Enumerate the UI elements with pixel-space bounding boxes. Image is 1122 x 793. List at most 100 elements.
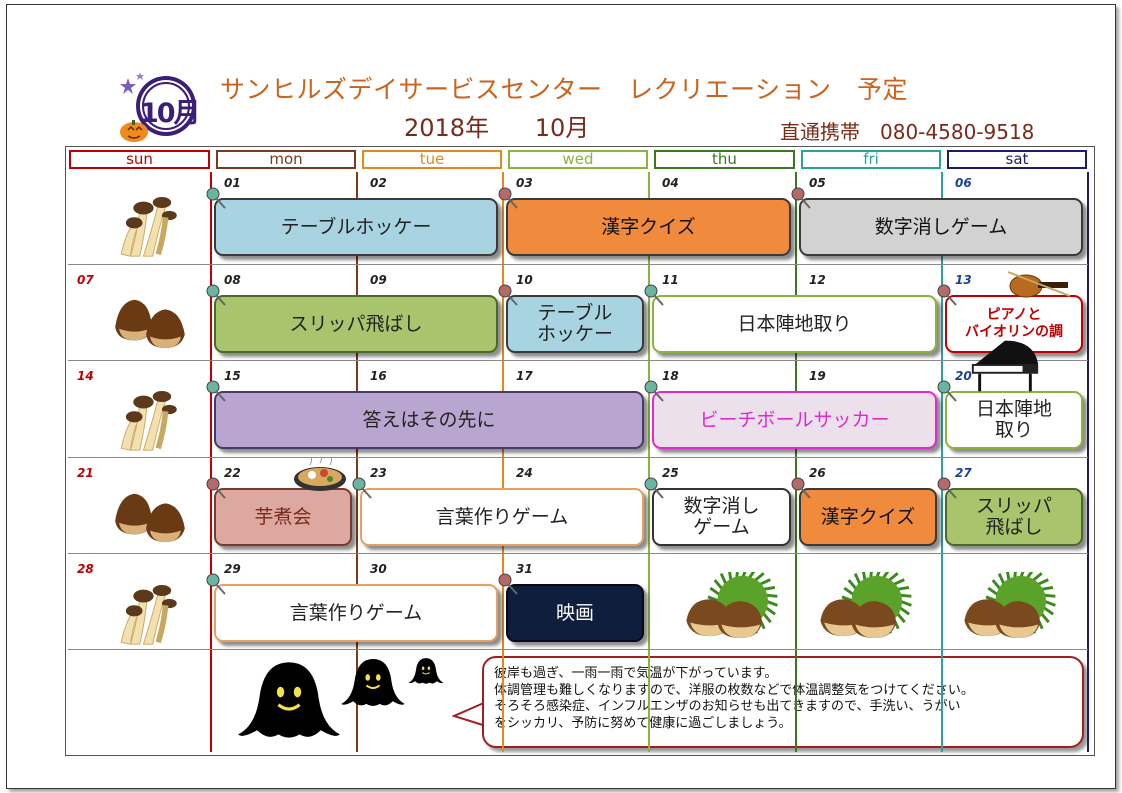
mushroom-icon xyxy=(120,196,177,257)
page-title: サンヒルズデイサービスセンター レクリエーション 予定 xyxy=(220,75,909,104)
day-number: 28 xyxy=(77,562,94,576)
pushpin-icon xyxy=(791,187,811,209)
chestnut-icon xyxy=(115,299,185,349)
violin-icon xyxy=(1007,271,1071,298)
event-japan-territory[interactable]: 日本陣地取り xyxy=(652,295,937,353)
event-word-making-game[interactable]: 言葉作りゲーム xyxy=(360,488,644,546)
day-number: 12 xyxy=(809,273,826,287)
column-divider xyxy=(1087,172,1089,752)
day-number: 07 xyxy=(77,273,94,287)
event-movie[interactable]: 映画 xyxy=(506,584,644,642)
column-divider xyxy=(795,172,797,752)
row-divider xyxy=(68,649,1088,650)
message-line: をシッカリ、予防に努めて健康に過ごしましょう。 xyxy=(494,715,792,731)
pushpin-icon xyxy=(791,477,811,499)
day-number: 21 xyxy=(77,466,94,480)
bubble-tail xyxy=(452,701,487,727)
month-badge-text: 10月 xyxy=(140,98,201,129)
phone-number: 直通携帯 080-4580-9518 xyxy=(780,120,1035,144)
row-divider xyxy=(68,457,1088,458)
event-beach-ball-soccer[interactable]: ビーチボールサッカー xyxy=(652,391,937,449)
weekday-header-sat: sat xyxy=(947,150,1087,169)
day-number: 06 xyxy=(955,176,972,190)
mushroom-icon xyxy=(120,390,177,451)
day-number: 10 xyxy=(516,273,533,287)
day-number: 29 xyxy=(224,562,241,576)
weekday-header-wed: wed xyxy=(508,150,648,169)
day-number: 27 xyxy=(955,466,972,480)
month-badge-icon xyxy=(120,72,196,142)
pushpin-icon xyxy=(937,284,957,306)
pushpin-icon xyxy=(644,284,664,306)
message-bubble: 彼岸も過ぎ、一雨一雨で気温が下がっています。 体調管理も難しくなりますので、洋服… xyxy=(482,656,1084,748)
column-divider xyxy=(941,172,943,752)
row-divider xyxy=(68,553,1088,554)
year-label: 2018年 xyxy=(404,114,490,142)
weekday-header-sun: sun xyxy=(69,150,210,169)
event-kanji-quiz[interactable]: 漢字クイズ xyxy=(799,488,937,546)
pushpin-icon xyxy=(937,477,957,499)
column-divider xyxy=(648,172,650,752)
event-number-erase-game[interactable]: 数字消しゲーム xyxy=(799,198,1083,256)
event-table-hockey[interactable]: テーブルホッケー xyxy=(214,198,498,256)
event-word-making-game[interactable]: 言葉作りゲーム xyxy=(214,584,498,642)
event-slipper-toss[interactable]: スリッパ飛ばし xyxy=(214,295,498,353)
day-number: 23 xyxy=(370,466,387,480)
mushroom-icon xyxy=(120,584,177,645)
day-number: 02 xyxy=(370,176,387,190)
event-kanji-quiz[interactable]: 漢字クイズ xyxy=(506,198,791,256)
event-slipper-toss[interactable]: スリッパ飛ばし xyxy=(945,488,1083,546)
pushpin-icon xyxy=(206,284,226,306)
event-imoni-party[interactable]: 芋煮会 xyxy=(214,488,352,546)
weekday-header-thu: thu xyxy=(654,150,795,169)
pushpin-icon xyxy=(352,477,372,499)
month-label: 10月 xyxy=(534,114,590,142)
day-number: 22 xyxy=(224,466,241,480)
calendar-grid xyxy=(65,146,1095,756)
day-number: 01 xyxy=(224,176,241,190)
event-number-erase-game[interactable]: 数字消しゲーム xyxy=(652,488,791,546)
pushpin-icon xyxy=(644,477,664,499)
pushpin-icon xyxy=(206,187,226,209)
pot-icon xyxy=(294,457,346,491)
chestnut-burr-icon xyxy=(686,572,778,639)
column-divider xyxy=(502,172,504,752)
day-number: 13 xyxy=(955,273,972,287)
day-number: 09 xyxy=(370,273,387,287)
column-divider xyxy=(210,172,212,752)
day-number: 17 xyxy=(516,369,533,383)
event-japan-territory[interactable]: 日本陣地取り xyxy=(945,391,1083,449)
day-number: 19 xyxy=(809,369,826,383)
day-number: 08 xyxy=(224,273,241,287)
piano-icon xyxy=(971,340,1039,392)
message-line: 彼岸も過ぎ、一雨一雨で気温が下がっています。 xyxy=(494,666,778,681)
day-number: 11 xyxy=(662,273,679,287)
pushpin-icon xyxy=(498,187,518,209)
message-line: そろそろ感染症、インフルエンザのお知らせも出てきますので、手洗い、うがい xyxy=(494,699,961,714)
ghost-icon xyxy=(408,658,444,684)
weekday-header-mon: mon xyxy=(216,150,356,169)
ghost-icon xyxy=(341,658,405,706)
day-number: 20 xyxy=(955,369,972,383)
year-month: 2018年 10月 xyxy=(404,108,589,143)
message-line: 体調管理も難しくなりますので、洋服の枚数などで体温調整気をつけてください。 xyxy=(494,682,974,698)
day-number: 18 xyxy=(662,369,679,383)
day-number: 04 xyxy=(662,176,679,190)
day-number: 24 xyxy=(516,466,533,480)
weekday-header-fri: fri xyxy=(801,150,941,169)
pushpin-icon xyxy=(498,573,518,595)
ghost-icon xyxy=(238,662,340,738)
pushpin-icon xyxy=(206,380,226,402)
pushpin-icon xyxy=(644,380,664,402)
chestnut-burr-icon xyxy=(964,572,1056,639)
row-divider xyxy=(68,264,1088,265)
column-divider xyxy=(356,172,358,752)
day-number: 14 xyxy=(77,369,94,383)
weekday-header-tue: tue xyxy=(362,150,502,169)
chestnut-icon xyxy=(115,493,185,543)
day-number: 25 xyxy=(662,466,679,480)
event-table-hockey[interactable]: テーブルホッケー xyxy=(506,295,644,353)
day-number: 03 xyxy=(516,176,533,190)
pushpin-icon xyxy=(937,380,957,402)
event-answer-ahead[interactable]: 答えはその先に xyxy=(214,391,644,449)
